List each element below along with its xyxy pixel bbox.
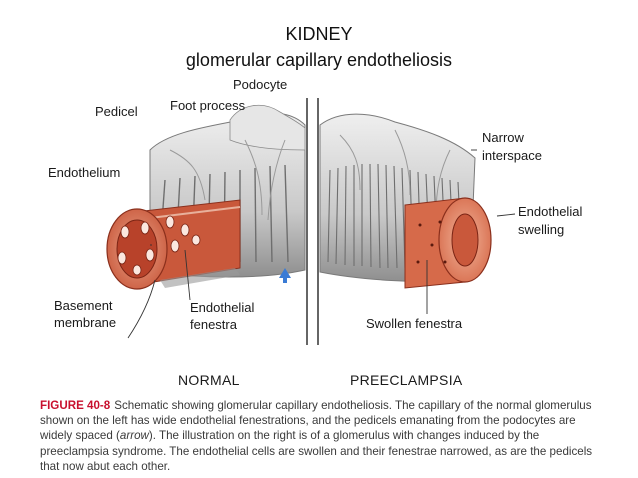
label-podocyte: Podocyte	[233, 77, 288, 92]
label-endothelial-swelling-line2: swelling	[518, 222, 565, 237]
label-endothelium: Endothelium	[48, 165, 121, 180]
label-preeclampsia: PREECLAMPSIA	[350, 372, 463, 388]
caption-arrow-word: arrow	[119, 429, 149, 443]
label-pedicel: Pedicel	[95, 104, 138, 119]
label-normal: NORMAL	[178, 372, 240, 388]
label-endothelial-fenestra-line1: Endothelial	[190, 300, 255, 315]
title-kidney: KIDNEY	[285, 24, 353, 44]
label-narrow-interspace-line1: Narrow	[482, 130, 524, 145]
caption-text-after: ). The illustration on the right is of a…	[40, 429, 593, 473]
label-narrow-interspace-line2: interspace	[482, 148, 542, 163]
normal-capillary	[106, 199, 241, 290]
caption-text-before: Schematic showing glomerular capillary e…	[40, 399, 592, 443]
label-basement-membrane-line1: Basement	[54, 298, 113, 313]
label-endothelial-fenestra-line2: fenestra	[190, 317, 237, 332]
preeclampsia-capillary	[404, 197, 492, 289]
label-basement-membrane-line2: membrane	[54, 315, 117, 330]
label-swollen-fenestra: Swollen fenestra	[366, 316, 463, 331]
title-subtitle: glomerular capillary endotheliosis	[185, 50, 453, 70]
leader-lines	[127, 149, 516, 339]
figure-label: FIGURE 40-8	[40, 399, 111, 412]
blue-arrow	[279, 268, 291, 283]
label-endothelial-swelling-line1: Endothelial	[518, 204, 583, 219]
label-foot-process: Foot process	[170, 98, 246, 113]
